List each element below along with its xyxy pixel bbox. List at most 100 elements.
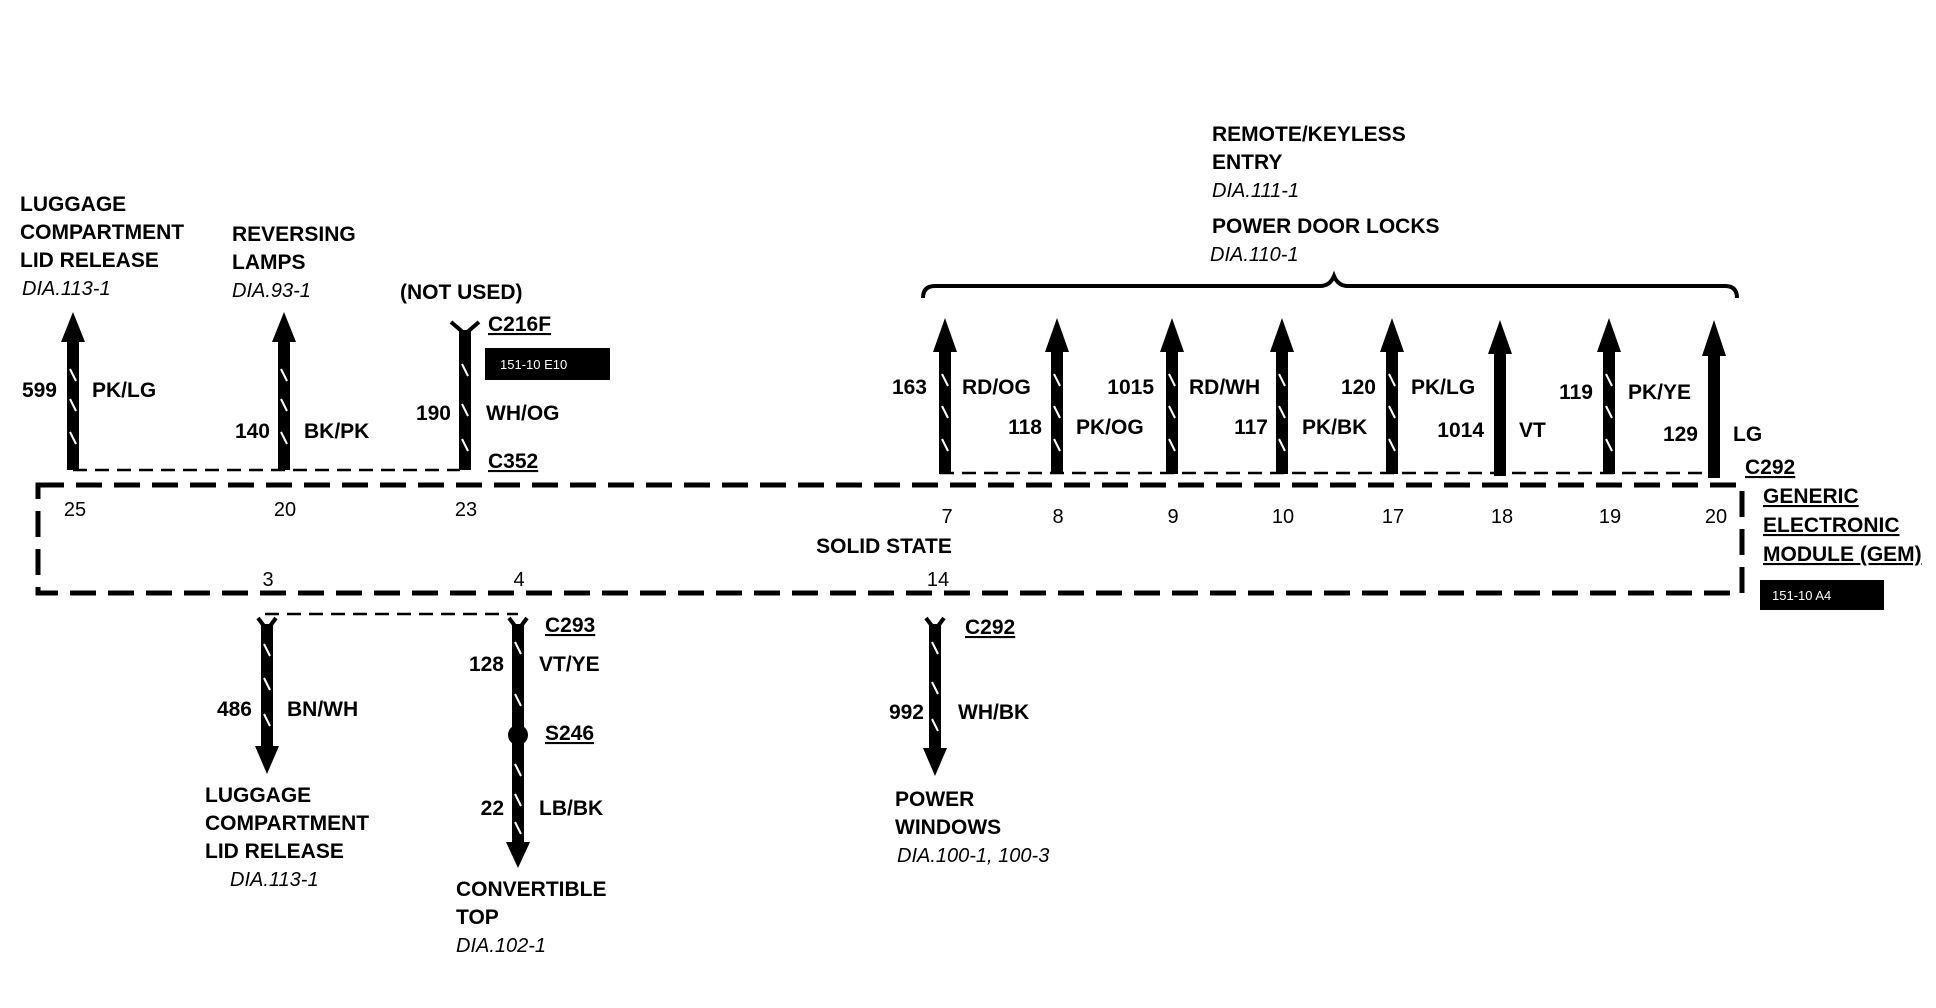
pin-3: 3 xyxy=(262,569,273,591)
pin-14: 14 xyxy=(927,569,949,591)
pin-4: 4 xyxy=(513,569,524,591)
remote-ref: DIA.111-1 xyxy=(1212,180,1299,202)
gem-module-name-1: GENERIC xyxy=(1763,485,1859,508)
wire-22-circuit: 22 xyxy=(481,797,504,820)
wire-119: 119 PK/YE 19 xyxy=(1559,318,1691,528)
solid-state-label: SOLID STATE xyxy=(816,535,952,558)
wire-128: 128 VT/YE 4 xyxy=(469,569,600,734)
luggage-top-line-1: LUGGAGE xyxy=(20,193,126,216)
wire-22-color: LB/BK xyxy=(539,797,603,820)
pin-23: 23 xyxy=(455,499,477,521)
gem-module-name: GENERIC ELECTRONIC MODULE (GEM) xyxy=(1763,485,1922,566)
wire-140-circuit: 140 xyxy=(235,420,270,443)
connector-c292-top: C292 xyxy=(1745,456,1795,479)
wire-140: 140 BK/PK 20 xyxy=(235,312,369,521)
wire-599: 599 PK/LG 25 xyxy=(22,312,156,521)
remote-line-1: REMOTE/KEYLESS xyxy=(1212,123,1406,146)
windows-label: POWER WINDOWS xyxy=(895,788,1001,839)
pin-20-left: 20 xyxy=(274,499,296,521)
wire-1015-color: RD/WH xyxy=(1189,376,1260,399)
luggage-top-line-3: LID RELEASE xyxy=(20,249,159,272)
convertible-line-1: CONVERTIBLE xyxy=(456,878,607,901)
connector-c293: C293 xyxy=(545,614,595,637)
wire-190-color: WH/OG xyxy=(486,402,560,425)
windows-ref: DIA.100-1, 100-3 xyxy=(897,845,1049,867)
wire-129: 129 LG 20 xyxy=(1663,320,1762,528)
gem-tag-box xyxy=(1760,580,1884,610)
c216f-tag-box xyxy=(485,348,610,380)
wire-118: 118 PK/OG 8 xyxy=(1008,318,1144,528)
luggage-top-ref: DIA.113-1 xyxy=(22,278,111,300)
wire-599-color: PK/LG xyxy=(92,379,156,402)
wire-163-color: RD/OG xyxy=(962,376,1031,399)
wire-117-circuit: 117 xyxy=(1234,416,1268,439)
pin-9: 9 xyxy=(1167,506,1178,528)
wire-119-circuit: 119 xyxy=(1559,381,1593,404)
wire-190: 190 WH/OG 23 xyxy=(416,320,560,521)
wire-1014: 1014 VT 18 xyxy=(1437,320,1546,528)
pin-7: 7 xyxy=(941,506,952,528)
wire-118-circuit: 118 xyxy=(1008,416,1042,439)
convertible-label: CONVERTIBLE TOP xyxy=(456,878,612,929)
windows-line-2: WINDOWS xyxy=(895,816,1001,839)
pin-25: 25 xyxy=(64,499,86,521)
convertible-line-2: TOP xyxy=(456,906,499,929)
luggage-top-line-2: COMPARTMENT xyxy=(20,221,184,244)
wire-129-circuit: 129 xyxy=(1663,423,1698,446)
luggage-bottom-label: LUGGAGE COMPARTMENT LID RELEASE xyxy=(205,784,375,863)
wire-163: 163 RD/OG 7 xyxy=(892,318,1031,528)
luggage-bottom-ref: DIA.113-1 xyxy=(230,869,319,891)
wire-1014-circuit: 1014 xyxy=(1437,419,1484,442)
locks-ref: DIA.110-1 xyxy=(1210,244,1299,266)
connector-c216f: C216F xyxy=(488,313,551,336)
pin-10: 10 xyxy=(1272,506,1294,528)
convertible-ref: DIA.102-1 xyxy=(456,935,546,957)
wire-120-color: PK/LG xyxy=(1411,376,1475,399)
wire-163-circuit: 163 xyxy=(892,376,927,399)
wire-1014-color: VT xyxy=(1519,419,1546,442)
pin-19: 19 xyxy=(1599,506,1621,528)
wire-486-circuit: 486 xyxy=(217,698,252,721)
wire-129-color: LG xyxy=(1733,423,1762,446)
wire-1015: 1015 RD/WH 9 xyxy=(1107,318,1260,528)
pin-8: 8 xyxy=(1052,506,1063,528)
wire-120-circuit: 120 xyxy=(1341,376,1376,399)
wire-992: 992 WH/BK 14 xyxy=(889,569,1029,776)
wire-128-color: VT/YE xyxy=(539,653,600,676)
wire-120: 120 PK/LG 17 xyxy=(1341,318,1475,528)
gem-module-name-2: ELECTRONIC xyxy=(1763,514,1900,537)
reversing-line-1: REVERSING xyxy=(232,223,356,246)
connector-c292-bottom: C292 xyxy=(965,616,1015,639)
locks-label: POWER DOOR LOCKS xyxy=(1212,215,1440,238)
wire-118-color: PK/OG xyxy=(1076,416,1144,439)
wire-140-color: BK/PK xyxy=(304,420,369,443)
remote-label: REMOTE/KEYLESS ENTRY xyxy=(1212,123,1412,174)
pin-18: 18 xyxy=(1491,506,1513,528)
gem-tag: 151-10 A4 xyxy=(1772,588,1831,603)
wire-119-color: PK/YE xyxy=(1628,381,1691,404)
wire-599-circuit: 599 xyxy=(22,379,57,402)
wire-1015-circuit: 1015 xyxy=(1107,376,1154,399)
wire-190-circuit: 190 xyxy=(416,402,451,425)
splice-s246-label: S246 xyxy=(545,722,594,745)
luggage-bottom-line-1: LUGGAGE xyxy=(205,784,311,807)
wire-992-circuit: 992 xyxy=(889,701,924,724)
wire-486-color: BN/WH xyxy=(287,698,358,721)
gem-module-box xyxy=(35,482,1745,596)
wire-22: 22 LB/BK xyxy=(481,740,603,868)
pin-20-right: 20 xyxy=(1705,506,1727,528)
wire-117-color: PK/BK xyxy=(1302,416,1367,439)
remote-line-2: ENTRY xyxy=(1212,151,1282,174)
reversing-label: REVERSING LAMPS xyxy=(232,223,362,274)
luggage-top-label: LUGGAGE COMPARTMENT LID RELEASE xyxy=(20,193,190,272)
group-brace xyxy=(921,270,1739,299)
reversing-line-2: LAMPS xyxy=(232,251,306,274)
reversing-ref: DIA.93-1 xyxy=(232,280,311,302)
windows-line-1: POWER xyxy=(895,788,974,811)
wire-486: 486 BN/WH 3 xyxy=(217,569,358,774)
wire-992-color: WH/BK xyxy=(958,701,1029,724)
c216f-tag: 151-10 E10 xyxy=(500,357,567,372)
pin-17: 17 xyxy=(1382,506,1404,528)
wire-128-circuit: 128 xyxy=(469,653,504,676)
